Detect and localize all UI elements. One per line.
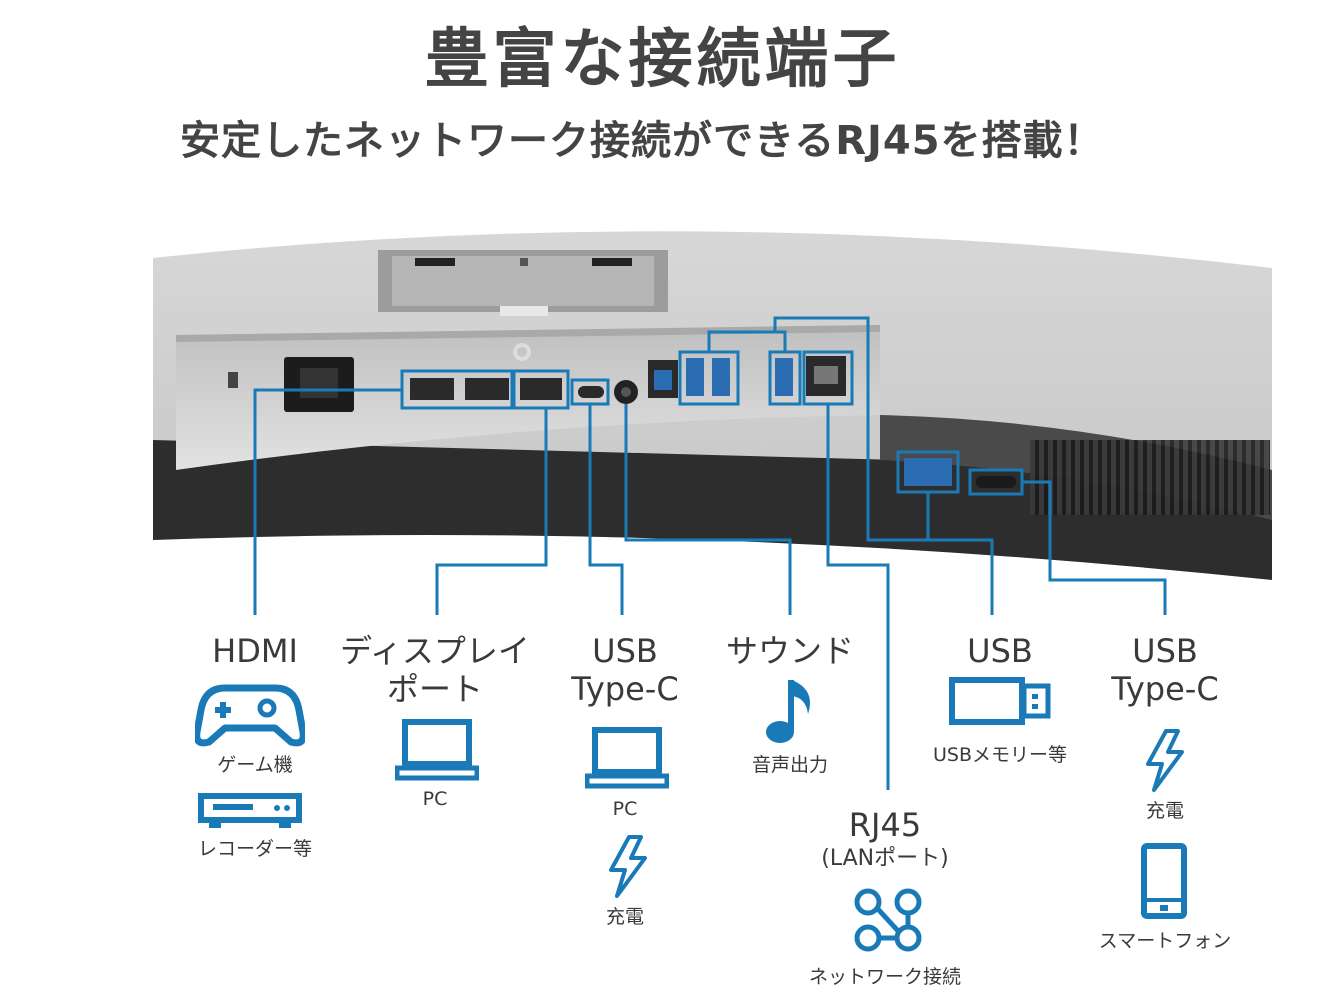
caption-audio-out: 音声出力	[751, 754, 828, 776]
laptop-icon	[395, 719, 479, 781]
music-note-icon	[766, 680, 810, 743]
caption-recorder: レコーダー等	[197, 838, 312, 860]
caption-charge-side: 充電	[1145, 800, 1184, 822]
lightning-icon	[1146, 729, 1184, 792]
port-label-usb: USB	[967, 632, 1033, 670]
lightning-icon	[609, 835, 647, 898]
caption-smartphone: スマートフォン	[1098, 930, 1232, 952]
port-label-displayport: ディスプレイ ポート	[340, 632, 530, 708]
port-label-sound: サウンド	[725, 632, 854, 670]
caption-charge-usbc: 充電	[605, 906, 644, 928]
gamepad-icon	[195, 684, 305, 747]
caption-pc-usbc: PC	[612, 798, 638, 820]
caption-usb-memory: USBメモリー等	[932, 744, 1067, 766]
port-label-usb-c-side: USB Type-C	[1111, 632, 1219, 708]
smartphone-icon	[1141, 843, 1187, 919]
recorder-icon	[198, 793, 302, 828]
port-label-hdmi: HDMI	[212, 632, 298, 670]
port-label-usb-c: USB Type-C	[571, 632, 679, 708]
caption-game-console: ゲーム機	[217, 754, 293, 776]
port-label-rj45: RJ45	[848, 806, 922, 844]
laptop-icon	[585, 727, 669, 789]
usb-stick-icon	[949, 677, 1051, 725]
headline: 豊富な接続端子	[424, 23, 901, 97]
port-sublabel-rj45: (LANポート)	[821, 846, 949, 871]
subheadline: 安定したネットワーク接続ができるRJ45を搭載！	[180, 118, 1105, 164]
caption-pc-displayport: PC	[422, 788, 448, 810]
caption-network: ネットワーク接続	[808, 966, 961, 988]
network-icon	[854, 888, 922, 952]
